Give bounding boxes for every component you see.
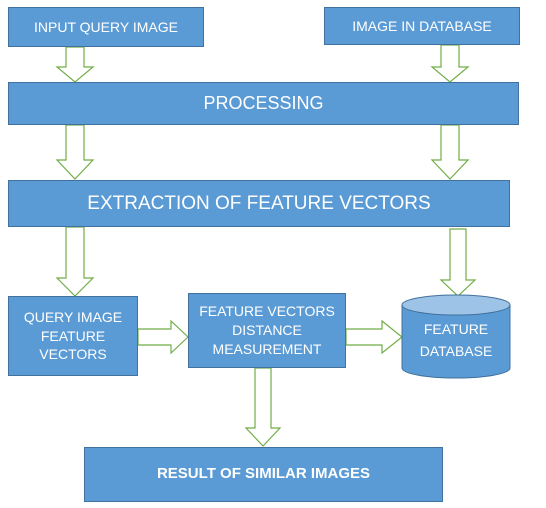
- image-in-database-box: IMAGE IN DATABASE: [324, 7, 520, 45]
- arrow-extraction-to-feature-database: [439, 228, 477, 297]
- result-label: RESULT OF SIMILAR IMAGES: [156, 465, 371, 483]
- arrow-query-vectors-to-distance: [137, 319, 189, 355]
- distance-line-1: FEATURE VECTORS: [199, 303, 335, 320]
- feature-database-line-1: FEATURE: [423, 321, 489, 337]
- result-box: RESULT OF SIMILAR IMAGES: [84, 447, 443, 502]
- arrow-database-to-processing: [430, 44, 470, 83]
- image-in-database-label: IMAGE IN DATABASE: [352, 17, 492, 34]
- arrow-input-to-processing: [55, 46, 95, 83]
- arrow-processing-to-extraction-right: [430, 124, 470, 180]
- feature-database-label: FEATURE DATABASE: [402, 318, 510, 363]
- arrow-distance-to-feature-database: [345, 319, 403, 355]
- query-vectors-line-1: QUERY IMAGE: [23, 308, 123, 325]
- feature-database-line-2: DATABASE: [419, 343, 493, 360]
- query-vectors-line-3: VECTORS: [39, 346, 107, 363]
- arrow-processing-to-extraction-left: [55, 124, 95, 180]
- arrow-distance-to-result: [244, 367, 282, 447]
- query-image-feature-vectors-box: QUERY IMAGE FEATURE VECTORS: [8, 296, 138, 376]
- processing-box: PROCESSING: [8, 82, 519, 125]
- distance-measurement-box: FEATURE VECTORS DISTANCE MEASUREMENT: [188, 293, 346, 368]
- extraction-label: EXTRACTION OF FEATURE VECTORS: [87, 192, 431, 214]
- extraction-box: EXTRACTION OF FEATURE VECTORS: [8, 180, 510, 227]
- distance-line-3: MEASUREMENT: [212, 340, 322, 357]
- query-vectors-line-2: FEATURE: [40, 327, 106, 344]
- distance-line-2: DISTANCE: [232, 322, 302, 339]
- arrow-extraction-to-query-vectors: [55, 226, 95, 297]
- input-query-image-box: INPUT QUERY IMAGE: [8, 7, 204, 47]
- input-query-image-label: INPUT QUERY IMAGE: [34, 18, 178, 35]
- processing-label: PROCESSING: [203, 93, 324, 114]
